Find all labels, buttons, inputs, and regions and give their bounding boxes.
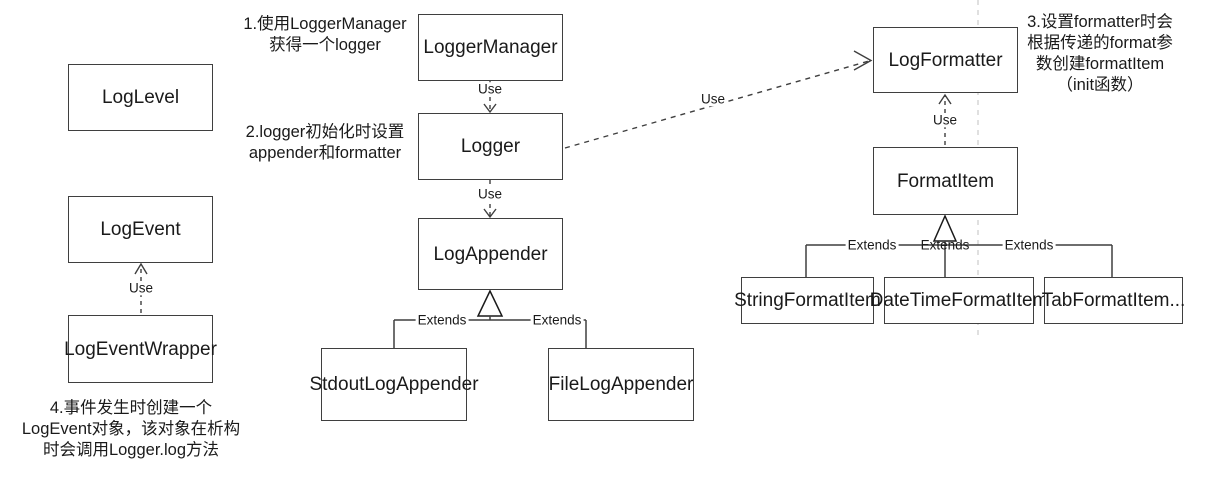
edge-label-extends-stdout: Extends xyxy=(415,312,469,328)
class-box-datetimeformatitem[interactable]: DateTimeFormatItem xyxy=(870,277,1048,324)
class-name-label: LogEventWrapper xyxy=(64,338,217,360)
class-name-label: LogEvent xyxy=(100,219,181,240)
edge-label-use-logger-formatter: Use xyxy=(698,91,728,107)
class-name-label: LoggerManager xyxy=(423,37,558,58)
edge-label-extends-datetime: Extends xyxy=(920,237,970,253)
class-box-logformatter[interactable]: LogFormatter xyxy=(873,27,1018,93)
annotation-note-1: 1.使用LoggerManager 获得一个logger xyxy=(243,15,407,55)
class-box-filelogappender[interactable]: FileLogAppender xyxy=(548,348,694,421)
edge-label-use-logger-appender: Use xyxy=(475,186,505,202)
annotation-note-2: 2.logger初始化时设置 appender和formatter xyxy=(245,123,405,163)
edge-use-loggermanager-logger xyxy=(483,81,497,114)
annotation-note-4: 4.事件发生时创建一个 LogEvent对象，该对象在析构 时会调用Logger… xyxy=(21,399,241,460)
class-name-label: FormatItem xyxy=(896,170,995,192)
edge-label-use-formatitem-formatter: Use xyxy=(930,112,960,128)
class-name-label: FileLogAppender xyxy=(548,374,694,395)
class-name-label: StdoutLogAppender xyxy=(309,374,479,395)
class-box-stringformatitem[interactable]: StringFormatItem xyxy=(734,277,881,324)
class-box-tabformatitem[interactable]: TabFormatItem... xyxy=(1041,277,1186,324)
edge-use-logger-logformatter xyxy=(564,50,873,149)
edge-label-use-manager-logger: Use xyxy=(475,81,505,97)
class-name-label: LogLevel xyxy=(101,87,180,108)
class-box-loggermanager[interactable]: LoggerManager xyxy=(418,14,563,81)
class-name-label: LogAppender xyxy=(433,243,548,265)
class-box-loglevel[interactable]: LogLevel xyxy=(68,64,213,131)
edge-label-extends-file: Extends xyxy=(530,312,584,328)
class-box-logappender[interactable]: LogAppender xyxy=(418,218,563,290)
class-box-logger[interactable]: Logger xyxy=(418,113,563,180)
class-box-formatitem[interactable]: FormatItem xyxy=(873,147,1018,215)
edge-label-use-wrapper-event: Use xyxy=(126,280,156,296)
class-name-label: StringFormatItem xyxy=(734,290,881,311)
annotation-note-3: 3.设置formatter时会 根据传递的format参 数创建formatIt… xyxy=(1027,13,1173,95)
class-box-stdoutlogappender[interactable]: StdoutLogAppender xyxy=(309,348,479,421)
edge-label-extends-string: Extends xyxy=(845,237,899,253)
class-name-label: DateTimeFormatItem xyxy=(869,290,1049,311)
class-name-label: Logger xyxy=(460,136,521,157)
class-name-label: TabFormatItem... xyxy=(1041,290,1186,311)
edge-label-extends-tab: Extends xyxy=(1002,237,1056,253)
class-box-logevent[interactable]: LogEvent xyxy=(68,196,213,263)
class-name-label: LogFormatter xyxy=(888,49,1003,71)
class-box-logeventwrapper[interactable]: LogEventWrapper xyxy=(64,315,217,383)
